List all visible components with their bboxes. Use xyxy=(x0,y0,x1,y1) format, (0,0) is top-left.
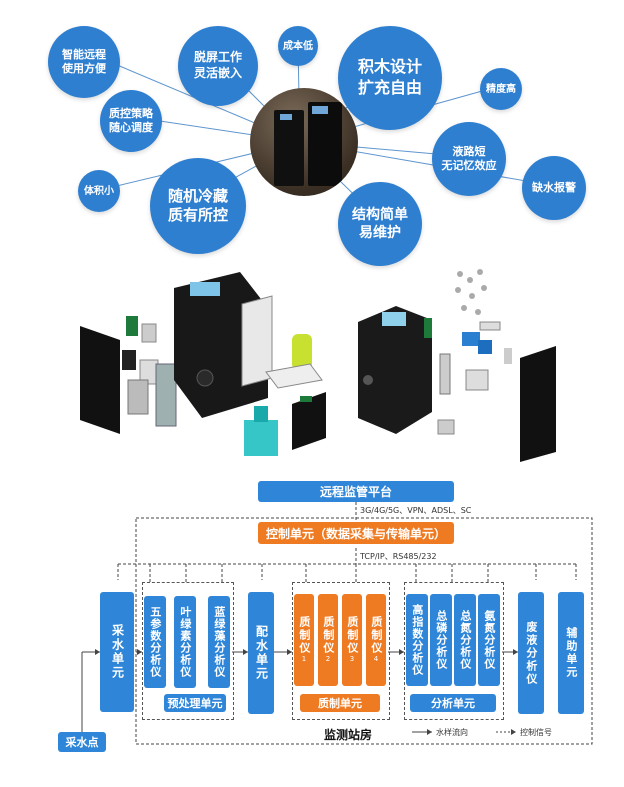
feature-random-cold: 随机冷藏 质有所控 xyxy=(150,158,246,254)
sampling-unit-label: 采水单元 xyxy=(110,624,125,680)
station-label: 监测站房 xyxy=(324,728,373,742)
analyzer-ammonia: 氨氮分析仪 xyxy=(478,594,500,686)
feature-modular: 积木设计 扩充自由 xyxy=(338,26,442,130)
control-unit: 控制单元（数据采集与传输单元） xyxy=(258,522,454,544)
feature-no-water: 缺水报警 xyxy=(522,156,586,220)
feature-simple: 结构简单 易维护 xyxy=(338,182,422,266)
diagram-lines xyxy=(81,502,593,745)
legend-control: 控制信号 xyxy=(520,728,552,737)
analysis-group-label: 分析单元 xyxy=(410,694,496,712)
qc-group xyxy=(292,582,390,720)
feature-small: 体积小 xyxy=(78,170,120,212)
feature-short-path: 液路短 无记忆效应 xyxy=(432,122,506,196)
analysis-group xyxy=(404,582,504,720)
aux-unit: 辅助单元 xyxy=(558,592,584,714)
feature-lowcost: 成本低 xyxy=(278,26,318,66)
sampling-point: 采水点 xyxy=(58,732,106,752)
network-label: 3G/4G/5G、VPN、ADSL、SC xyxy=(360,506,472,515)
waste-analyzer: 废液分析仪 xyxy=(518,592,544,714)
legend-water: 水样流向 xyxy=(436,728,468,737)
distribution-unit: 配水单元 xyxy=(248,592,274,714)
feature-remote: 智能远程 使用方便 xyxy=(48,26,120,98)
analyzer-cyanobacteria: 蓝绿藻分析仪 xyxy=(208,596,230,688)
feature-qc-strategy: 质控策略 随心调度 xyxy=(100,90,162,152)
qc-instrument-4: 质制仪 4 xyxy=(366,594,386,686)
bus-label: TCP/IP、RS485/232 xyxy=(360,552,437,561)
analyzer-five-param: 五参数分析仪 xyxy=(144,596,166,688)
qc-instrument-1: 质制仪 1 xyxy=(294,594,314,686)
analyzer-permanganate: 高指数分析仪 xyxy=(406,594,428,686)
sampling-unit: 采水单元 xyxy=(100,592,134,712)
analyzer-total-phosphorus: 总磷分析仪 xyxy=(430,594,452,686)
qc-instrument-3: 质制仪 3 xyxy=(342,594,362,686)
remote-platform: 远程监管平台 xyxy=(258,481,454,502)
pretreatment-label: 预处理单元 xyxy=(164,694,226,712)
pretreatment-group xyxy=(142,582,234,720)
qc-group-label: 质制单元 xyxy=(300,694,380,712)
feature-offscreen: 脱屏工作 灵活嵌入 xyxy=(178,26,258,106)
qc-instrument-2: 质制仪 2 xyxy=(318,594,338,686)
product-photo xyxy=(250,88,358,196)
feature-precision: 精度高 xyxy=(480,68,522,110)
analyzer-total-nitrogen: 总氮分析仪 xyxy=(454,594,476,686)
analyzer-chlorophyll: 叶绿素分析仪 xyxy=(174,596,196,688)
